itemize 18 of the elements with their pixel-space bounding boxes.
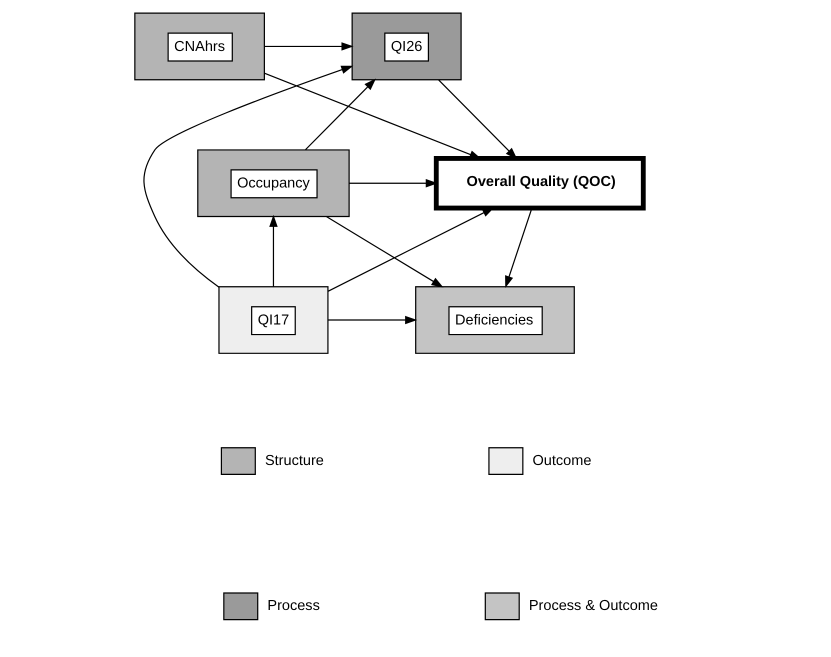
node-box: Deficiencies [414, 286, 574, 354]
node-box: QI26 [351, 12, 462, 80]
arrow [326, 216, 444, 288]
legend-label: Process & Outcome [528, 598, 658, 614]
legend-label: Outcome [532, 452, 591, 469]
legend-label: Structure [264, 452, 324, 469]
arrow [304, 78, 376, 150]
node-box: CNAhrs [134, 12, 264, 80]
arrow [268, 214, 278, 286]
node-box: Overall Quality (QOC) [433, 156, 646, 210]
arrow [327, 316, 417, 324]
node-box: Occupancy [196, 149, 350, 218]
arrow [142, 66, 353, 288]
arrow [504, 208, 532, 288]
arrow [264, 42, 354, 51]
node-box: QI17 [218, 286, 328, 354]
legend-label: Process [266, 598, 320, 614]
arrow [264, 72, 481, 159]
